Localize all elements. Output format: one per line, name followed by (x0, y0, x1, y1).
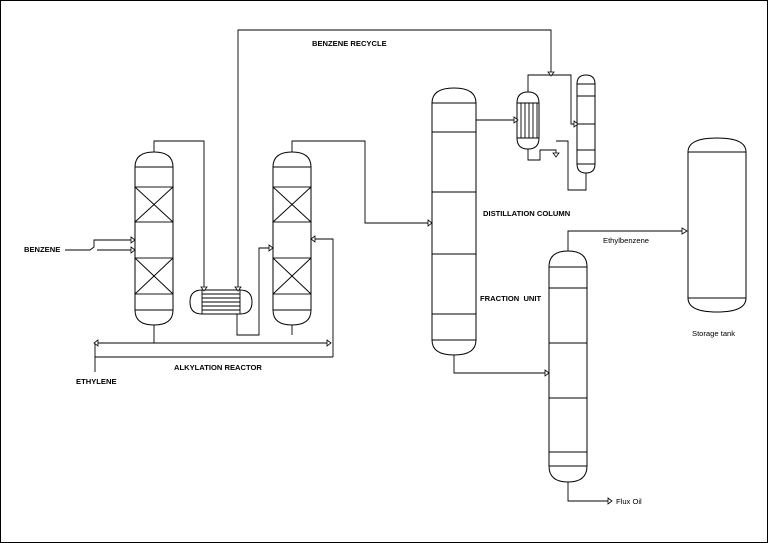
flux-oil-label: Flux Oil (616, 497, 642, 506)
overhead-condenser (516, 91, 540, 150)
distillation-column (431, 87, 477, 356)
interstage-heat-exchanger (189, 289, 253, 315)
fraction-unit-column (548, 250, 588, 483)
alkylation-reactor-label: ALKYLATION REACTOR (174, 363, 262, 372)
benzene-feed-label: BENZENE (24, 245, 60, 254)
alkylation-reactor-1 (134, 151, 174, 326)
storage-tank (687, 137, 747, 313)
reflux-drum (576, 74, 596, 174)
flow-arrows (93, 71, 688, 505)
fraction-unit-label: FRACTION UNIT (480, 294, 542, 303)
process-piping (65, 29, 682, 502)
distillation-column-label: DISTILLATION COLUMN (483, 209, 570, 218)
benzene-recycle-label: BENZENE RECYCLE (312, 39, 387, 48)
alkylation-reactor-2 (272, 151, 312, 326)
storage-tank-label: Storage tank (692, 329, 735, 338)
ethylene-feed-label: ETHYLENE (76, 377, 117, 386)
ethylbenzene-label: Ethylbenzene (603, 236, 649, 245)
